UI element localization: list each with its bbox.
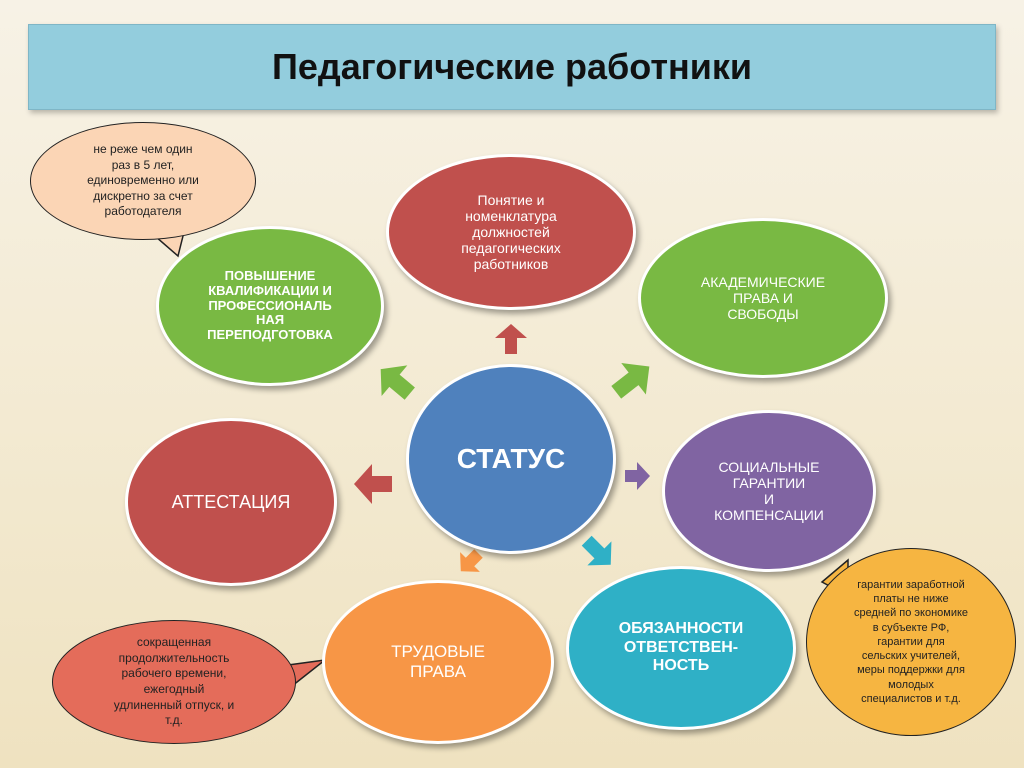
node-trud-label: ТРУДОВЫЕ ПРАВА <box>391 642 485 681</box>
node-status-label: СТАТУС <box>456 442 566 474</box>
node-social-label: СОЦИАЛЬНЫЕ ГАРАНТИИ И КОМПЕНСАЦИИ <box>714 458 824 524</box>
arrow-up-left <box>380 365 415 400</box>
callout-trud-note-text: сокращенная продолжительность рабочего в… <box>113 635 235 728</box>
callout-trud-note: сокращенная продолжительность рабочего в… <box>52 620 296 744</box>
node-status: СТАТУС <box>406 364 616 554</box>
node-obyaz: ОБЯЗАННОСТИ ОТВЕТСТВЕН- НОСТЬ <box>566 566 796 730</box>
node-povysh: ПОВЫШЕНИЕ КВАЛИФИКАЦИИ И ПРОФЕССИОНАЛЬ Н… <box>156 226 384 386</box>
node-povysh-label: ПОВЫШЕНИЕ КВАЛИФИКАЦИИ И ПРОФЕССИОНАЛЬ Н… <box>207 267 333 343</box>
callout-social-note: гарантии заработной платы не ниже средне… <box>806 548 1016 736</box>
node-obyaz-label: ОБЯЗАННОСТИ ОТВЕТСТВЕН- НОСТЬ <box>618 620 744 675</box>
node-akadem: АКАДЕМИЧЕСКИЕ ПРАВА И СВОБОДЫ <box>638 218 888 378</box>
node-ponyatie-label: Понятие и номенклатура должностей педаго… <box>461 191 561 273</box>
callout-social-note-text: гарантии заработной платы не ниже средне… <box>853 578 969 706</box>
node-attest: АТТЕСТАЦИЯ <box>125 418 337 586</box>
arrow-down-left <box>460 549 483 572</box>
callout-povysh-note-text: не реже чем один раз в 5 лет, единовреме… <box>87 142 199 219</box>
callout-povysh-note: не реже чем один раз в 5 лет, единовреме… <box>30 122 256 240</box>
title-bar: Педагогические работники <box>28 24 996 110</box>
node-ponyatie: Понятие и номенклатура должностей педаго… <box>386 154 636 310</box>
arrow-left <box>354 464 392 504</box>
node-trud: ТРУДОВЫЕ ПРАВА <box>322 580 554 744</box>
arrow-right <box>625 462 650 490</box>
arrow-up <box>495 324 527 354</box>
node-attest-label: АТТЕСТАЦИЯ <box>171 491 291 512</box>
arrow-up-right <box>611 363 650 399</box>
page-title: Педагогические работники <box>271 46 753 87</box>
arrow-down-right <box>581 535 612 566</box>
node-social: СОЦИАЛЬНЫЕ ГАРАНТИИ И КОМПЕНСАЦИИ <box>662 410 876 572</box>
node-akadem-label: АКАДЕМИЧЕСКИЕ ПРАВА И СВОБОДЫ <box>700 273 826 323</box>
